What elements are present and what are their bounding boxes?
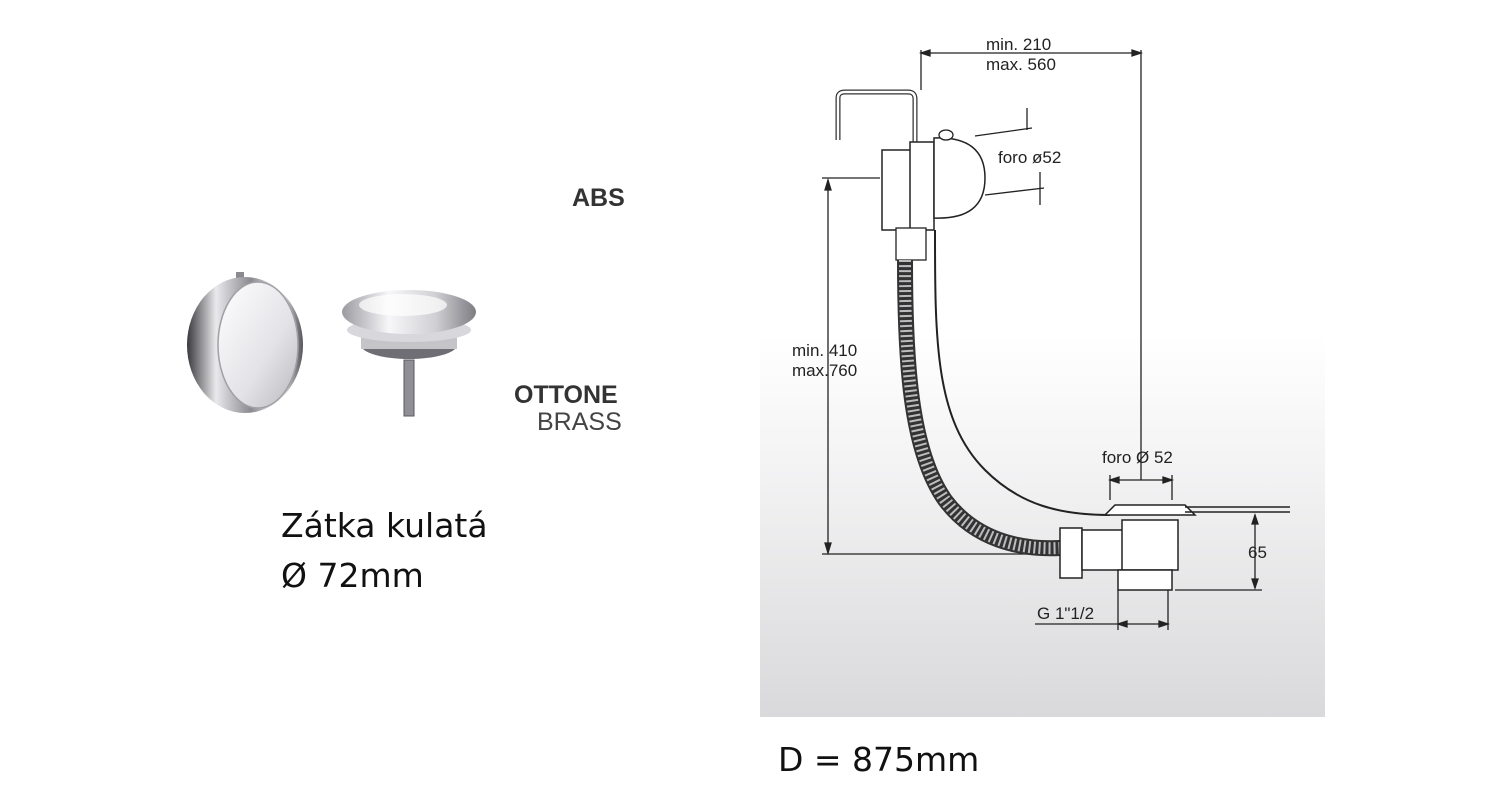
dim-thread: G 1"1/2: [1037, 604, 1094, 623]
material-abs-label: ABS: [572, 184, 625, 212]
dim-horizontal-min: min. 210: [986, 35, 1051, 54]
product-name-caption: Zátka kulatá: [281, 506, 488, 545]
drawing-panel: [760, 335, 1325, 717]
material-brass-label: BRASS: [537, 408, 622, 436]
dim-vertical-max: max.760: [792, 361, 857, 380]
dim-overflow-hole: foro ø52: [998, 148, 1061, 167]
product-diameter-caption: Ø 72mm: [281, 556, 424, 595]
material-ottone-label: OTTONE: [514, 381, 618, 409]
product-length-caption: D = 875mm: [778, 740, 980, 779]
dim-vertical-min: min. 410: [792, 341, 857, 360]
overflow-cover-image: [187, 272, 303, 413]
dim-horizontal-max: max. 560: [986, 55, 1056, 74]
dim-drain-height: 65: [1248, 543, 1267, 562]
plug-image: [342, 290, 476, 417]
dim-drain-hole: foro Ø 52: [1102, 448, 1173, 467]
